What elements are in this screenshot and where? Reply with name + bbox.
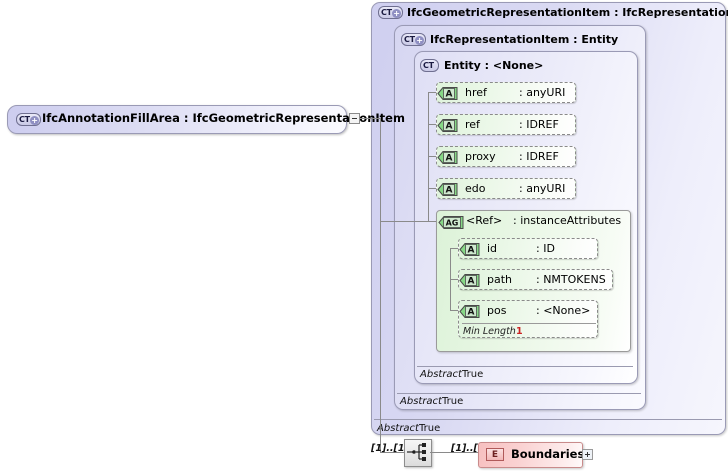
grp-stub-id	[450, 248, 459, 249]
attribute-tree-spine	[428, 92, 429, 222]
abstract-value-outer: True	[419, 423, 441, 434]
abstract-label-outer: Abstract	[377, 423, 419, 434]
attribute-edo[interactable]: A edo : anyURI	[436, 178, 576, 199]
complextype-ifcrepresentationitem-label: IfcRepresentationItem : Entity	[430, 33, 619, 46]
facet-minlength-label: Min Length	[463, 326, 516, 337]
abstract-divider-inner	[417, 366, 633, 367]
root-complextype-box[interactable]: CT+ IfcAnnotationFillArea : IfcGeometric…	[7, 105, 405, 134]
attribute-edo-type: : anyURI	[519, 182, 566, 195]
attribute-group-ref-type: : instanceAttributes	[513, 214, 622, 227]
attribute-proxy-type: : IDREF	[519, 150, 559, 163]
attribute-ref-name: ref	[465, 118, 480, 131]
attribute-id[interactable]: A id : ID	[458, 238, 598, 259]
abstract-divider-mid	[397, 393, 641, 394]
collapse-toggle-root[interactable]	[349, 113, 360, 124]
attribute-proxy-name: proxy	[465, 150, 496, 163]
facet-divider	[462, 323, 596, 324]
plus-glyph: +	[392, 8, 401, 18]
element-boundaries[interactable]: E Boundaries	[478, 442, 585, 468]
attribute-icon: A	[437, 83, 459, 100]
plus-glyph: +	[415, 35, 424, 45]
svg-text:AG: AG	[446, 218, 459, 227]
attr-stub-href	[428, 92, 437, 93]
attr-stub-ref	[428, 124, 437, 125]
sequence-connector-right	[430, 452, 478, 453]
cardinality-right: [1]..[1]	[451, 443, 489, 454]
complextype-icon-entity[interactable]: CT	[420, 59, 439, 72]
attribute-proxy[interactable]: A proxy : IDREF	[436, 146, 576, 167]
attribute-ref-type: : IDREF	[519, 118, 559, 131]
abstract-value-mid: True	[442, 396, 464, 407]
root-connector-branch	[380, 221, 428, 222]
svg-text:A: A	[446, 153, 453, 163]
complextype-entity-label: Entity : <None>	[444, 59, 544, 72]
svg-text:A: A	[446, 121, 453, 131]
attribute-path-type: : NMTOKENS	[536, 273, 606, 286]
sequence-connector-left	[380, 452, 404, 453]
attribute-icon: A	[459, 239, 481, 256]
svg-text:A: A	[468, 307, 475, 317]
grp-stub-pos	[450, 310, 459, 311]
facet-minlength-value: 1	[516, 326, 523, 337]
attribute-icon: A	[437, 147, 459, 164]
svg-text:A: A	[446, 89, 453, 99]
root-connector-down	[380, 221, 381, 452]
root-connector-h	[360, 118, 380, 119]
attribute-icon: A	[437, 115, 459, 132]
abstract-label-mid: Abstract	[400, 396, 442, 407]
attribute-pos[interactable]: A pos : <None> Min Length 1	[458, 300, 598, 338]
attribute-icon: A	[459, 270, 481, 287]
attribute-path-name: path	[487, 273, 513, 286]
abstract-divider-outer	[374, 419, 722, 420]
attribute-href-type: : anyURI	[519, 86, 566, 99]
abstract-value-inner: True	[462, 369, 484, 380]
root-complextype-label: IfcAnnotationFillArea : IfcGeometricRepr…	[42, 111, 405, 125]
attr-stub-proxy	[428, 156, 437, 157]
complextype-expand-icon-2[interactable]: CT+	[401, 33, 426, 46]
complextype-ifcgeometricrepresentationitem-label: IfcGeometricRepresentationItem : IfcRepr…	[407, 6, 728, 19]
attribute-href-name: href	[465, 86, 487, 99]
element-icon: E	[486, 448, 504, 461]
attribute-href[interactable]: A href : anyURI	[436, 82, 576, 103]
attribute-id-name: id	[487, 242, 498, 255]
attribute-group-ref-name: <Ref>	[466, 214, 503, 227]
plus-glyph: +	[30, 115, 39, 125]
svg-text:A: A	[468, 276, 475, 286]
attribute-id-type: : ID	[536, 242, 555, 255]
attr-stub-refgrp	[428, 221, 437, 222]
svg-text:A: A	[446, 185, 453, 195]
abstract-label-inner: Abstract	[420, 369, 462, 380]
svg-text:A: A	[468, 245, 475, 255]
grp-stub-path	[450, 279, 459, 280]
attr-stub-edo	[428, 188, 437, 189]
attribute-pos-type: : <None>	[536, 304, 591, 317]
expand-toggle-boundaries[interactable]	[582, 449, 593, 460]
complextype-expand-icon-root[interactable]: CT+	[16, 113, 41, 126]
attribute-icon: A	[437, 179, 459, 196]
cardinality-left: [1]..[1]	[371, 443, 409, 454]
complextype-expand-icon[interactable]: CT+	[378, 6, 403, 19]
sequence-icon[interactable]	[404, 439, 432, 467]
attribute-pos-name: pos	[487, 304, 507, 317]
attribute-group-icon: AG	[438, 212, 464, 233]
element-boundaries-label: Boundaries	[511, 447, 585, 461]
root-connector-v	[380, 118, 381, 221]
attribute-ref[interactable]: A ref : IDREF	[436, 114, 576, 135]
attribute-edo-name: edo	[465, 182, 486, 195]
attribute-path[interactable]: A path : NMTOKENS	[458, 269, 613, 290]
attribute-icon: A	[459, 301, 481, 318]
